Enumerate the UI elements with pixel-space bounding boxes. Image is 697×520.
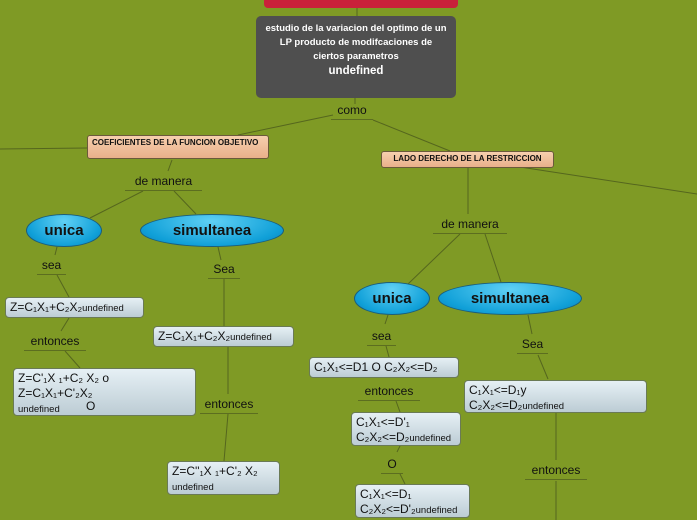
constraint-line: C₂X₂<=D₂ <box>469 398 523 412</box>
result-note: undefined <box>172 482 214 493</box>
entonces-label-right-simultanea[interactable]: entonces <box>525 462 587 480</box>
objective-note: undefined <box>230 332 272 343</box>
result-box-right-1[interactable]: C₁X₁<=D'₁ C₂X₂<=D₂undefined <box>351 412 461 446</box>
sea-label-right[interactable]: sea <box>367 328 396 346</box>
entonces-label-right[interactable]: entonces <box>358 383 420 401</box>
o-label[interactable]: O <box>381 456 403 474</box>
result-note: undefined <box>409 433 452 444</box>
result-box-left-simultanea[interactable]: Z=C''₁X ₁+C'₂ X₂ undefined <box>167 461 280 495</box>
unica-node-right[interactable]: unica <box>354 282 430 315</box>
coeficientes-topic[interactable]: COEFICIENTES DE LA FUNCION OBJETIVO <box>87 135 269 159</box>
simultanea-node-left[interactable]: simultanea <box>140 214 284 247</box>
sea-label-left[interactable]: sea <box>37 257 66 275</box>
entonces-label-left[interactable]: entonces <box>24 333 86 351</box>
constraint-note: undefined <box>522 401 565 412</box>
constraint-box-simultanea[interactable]: C₁X₁<=D₁y C₂X₂<=D₂undefined <box>464 380 647 413</box>
result-line: C₂X₂<=D₂ <box>356 430 410 444</box>
result-line: Z=C''₁X ₁+C'₂ X₂ <box>172 464 258 478</box>
root-topic[interactable]: estudio de la variacion del optimo de un… <box>256 16 456 98</box>
objective-box-unica[interactable]: Z=C₁X₁+C₂X₂undefined <box>5 297 144 318</box>
como-label[interactable]: como <box>331 102 373 120</box>
result-note: undefined <box>415 505 458 516</box>
de-manera-label-left[interactable]: de manera <box>125 173 202 191</box>
result-line: C₂X₂<=D'₂ <box>360 502 416 516</box>
objective-note: undefined <box>82 303 124 314</box>
result-box-right-2[interactable]: C₁X₁<=D₁ C₂X₂<=D'₂undefined <box>355 484 470 518</box>
result-note: undefined <box>18 404 60 415</box>
objective-text: Z=C₁X₁+C₂X₂ <box>158 329 231 343</box>
objective-box-simultanea[interactable]: Z=C₁X₁+C₂X₂undefined <box>153 326 294 347</box>
lado-derecho-topic[interactable]: LADO DERECHO DE LA RESTRICCION <box>381 151 554 168</box>
result-line: Z=C'₁X ₁+C₂ X₂ o <box>18 371 110 385</box>
result-o: O <box>86 399 96 413</box>
objective-text: Z=C₁X₁+C₂X₂ <box>10 300 83 314</box>
de-manera-label-right[interactable]: de manera <box>433 216 507 234</box>
result-line: Z=C₁X₁+C'₂X₂ <box>18 386 93 400</box>
simultanea-node-right[interactable]: simultanea <box>438 282 582 315</box>
sea-label-right-simultanea[interactable]: Sea <box>517 336 548 354</box>
result-box-left-unica[interactable]: Z=C'₁X ₁+C₂ X₂ o Z=C₁X₁+C'₂X₂ undefined … <box>13 368 196 416</box>
root-note: undefined <box>328 65 384 77</box>
constraint-line: C₁X₁<=D₁y <box>469 383 527 397</box>
entonces-label-left-simultanea[interactable]: entonces <box>200 396 258 414</box>
result-line: C₁X₁<=D'₁ <box>356 415 410 429</box>
unica-node-left[interactable]: unica <box>26 214 102 247</box>
sea-label-left-simultanea[interactable]: Sea <box>208 261 240 279</box>
result-line: C₁X₁<=D₁ <box>360 487 412 501</box>
constraint-box-unica[interactable]: C₁X₁<=D1 O C₂X₂<=D₂ <box>309 357 459 378</box>
root-title: estudio de la variacion del optimo de un… <box>265 23 447 62</box>
top-node-bar[interactable] <box>264 0 458 8</box>
